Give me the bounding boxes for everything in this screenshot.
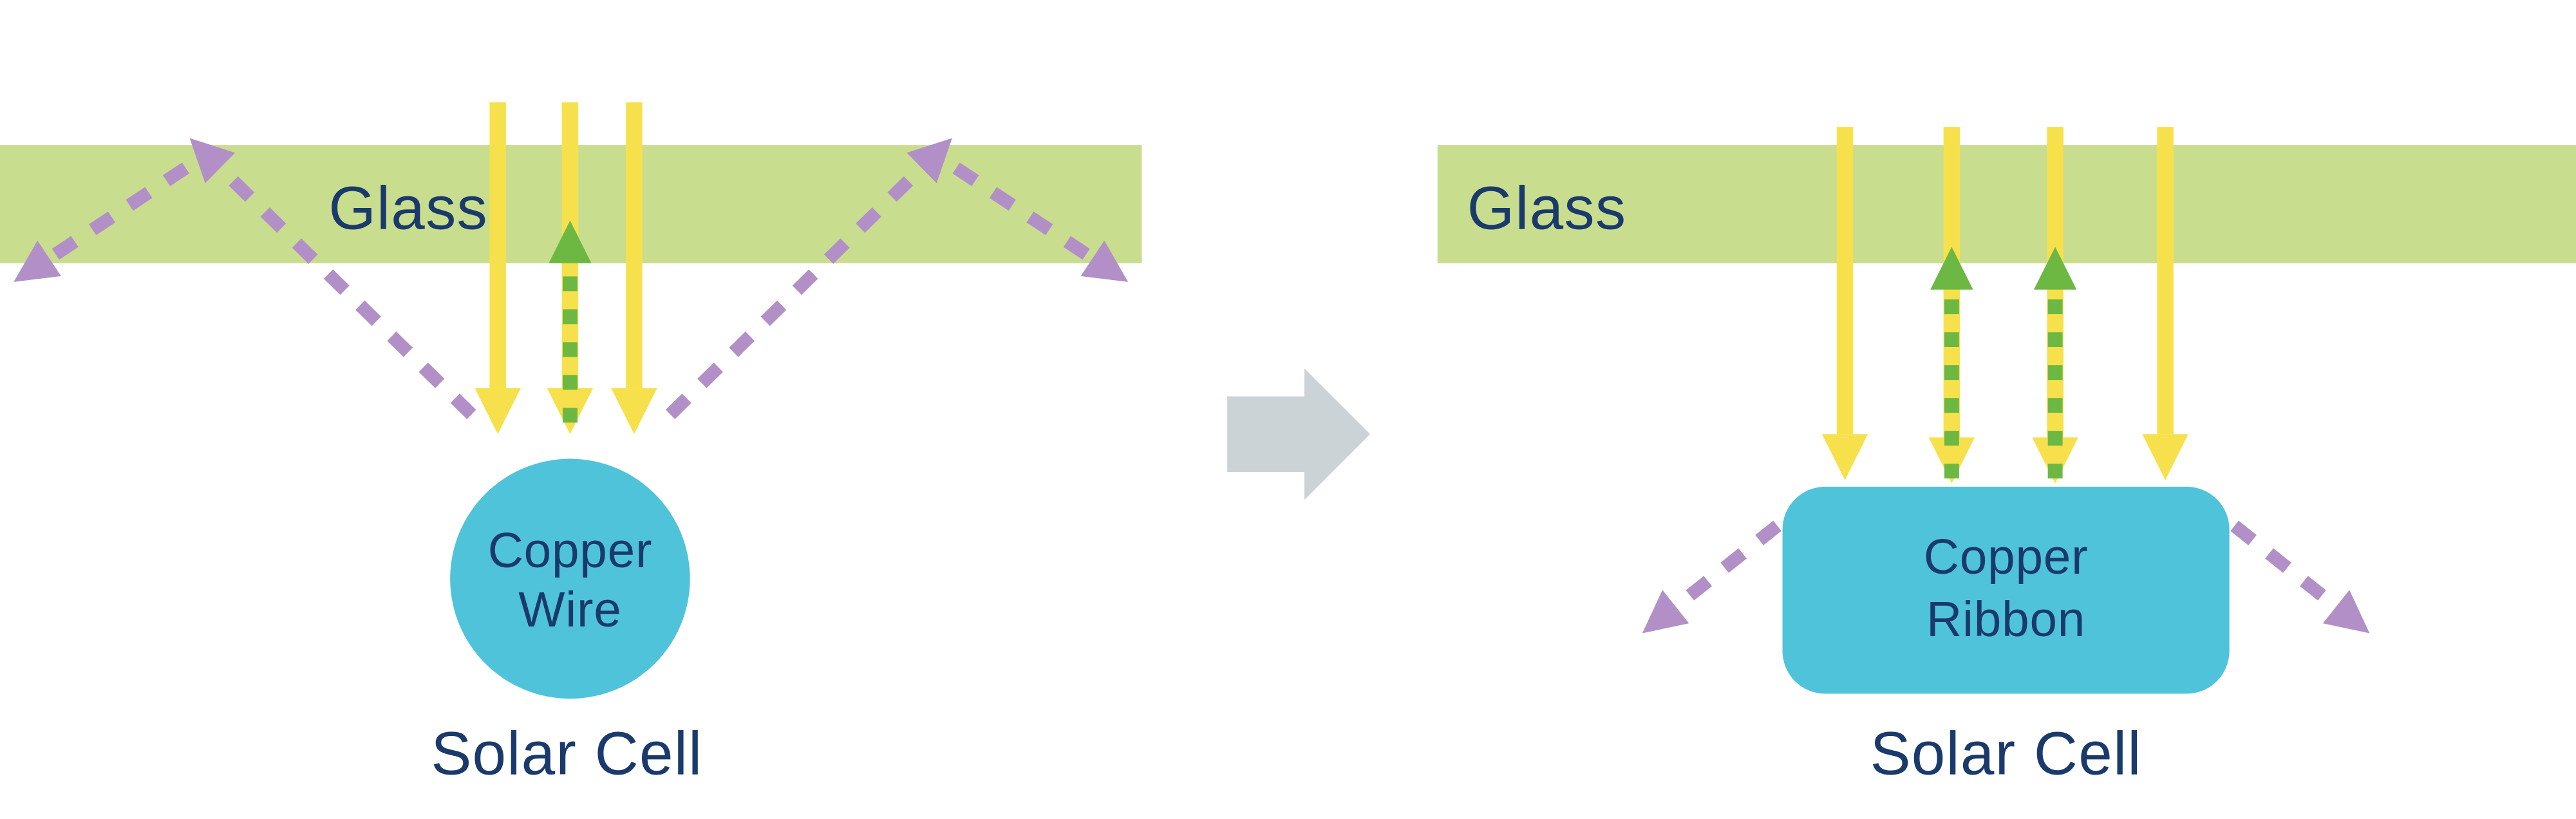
copper-ribbon-label-line1: Copper (1924, 530, 2089, 585)
escaping-light-arrow (14, 162, 189, 282)
left-panel: Glass Copper Wire Solar Cell (0, 102, 1142, 787)
solar-cell-label: Solar Cell (1870, 720, 2142, 787)
copper-wire-label-line2: Wire (518, 583, 621, 637)
copper-ribbon (1782, 486, 2230, 694)
transition-arrow (1227, 368, 1371, 500)
scattered-light-arrow (1642, 493, 1816, 634)
copper-ribbon-label-line2: Ribbon (1926, 592, 2085, 647)
scattered-light-arrow (2195, 493, 2370, 634)
solar-cell-label: Solar Cell (431, 720, 702, 787)
reflected-light-arrow (665, 138, 952, 419)
glass-label: Glass (328, 174, 488, 242)
right-panel: Glass Copper Ribbon Solar Cell (1437, 127, 2576, 787)
glass-label: Glass (1467, 174, 1627, 242)
glass-layer (1437, 145, 2576, 263)
copper-wire (450, 458, 690, 699)
copper-wire-label-line1: Copper (488, 523, 653, 578)
reflected-light-arrow (189, 138, 476, 419)
escaping-light-arrow (952, 162, 1129, 282)
